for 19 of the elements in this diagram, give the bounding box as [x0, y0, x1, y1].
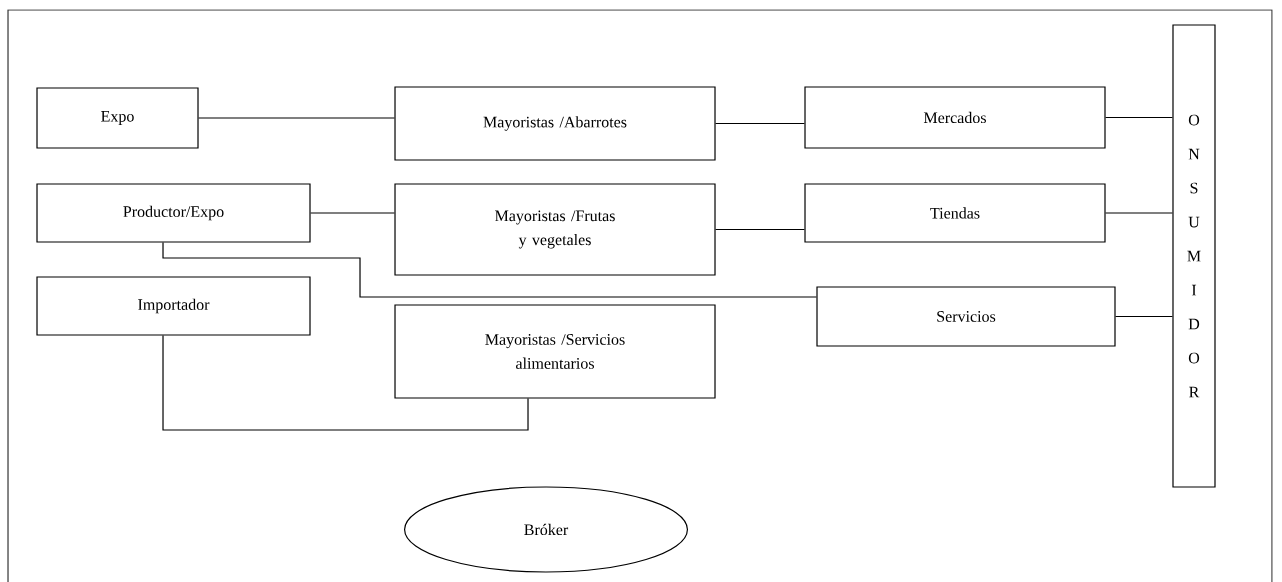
- connector-line: [162, 335, 529, 431]
- consumer-column: O N S U M I D O R: [1172, 24, 1216, 488]
- connector-line: [715, 122, 805, 125]
- process-box: Servicios: [816, 286, 1116, 347]
- process-box: Mayoristas /Frutas y vegetales: [394, 183, 716, 276]
- connector-line: [1115, 315, 1173, 318]
- connector-line: [715, 228, 805, 231]
- connector-line: [1105, 212, 1173, 214]
- connector-line: [1105, 116, 1173, 119]
- process-box: Productor/Expo: [36, 183, 311, 243]
- connector-line: [162, 242, 817, 298]
- connector-line: [198, 117, 395, 119]
- process-box: Mayoristas /Abarrotes: [394, 86, 716, 161]
- connector-line: [310, 212, 395, 214]
- process-box: Tiendas: [804, 183, 1106, 243]
- process-box: Mercados: [804, 86, 1106, 149]
- process-box: Expo: [36, 87, 199, 149]
- process-box: Importador: [36, 276, 311, 336]
- process-box: Mayoristas /Servicios alimentarios: [394, 304, 716, 399]
